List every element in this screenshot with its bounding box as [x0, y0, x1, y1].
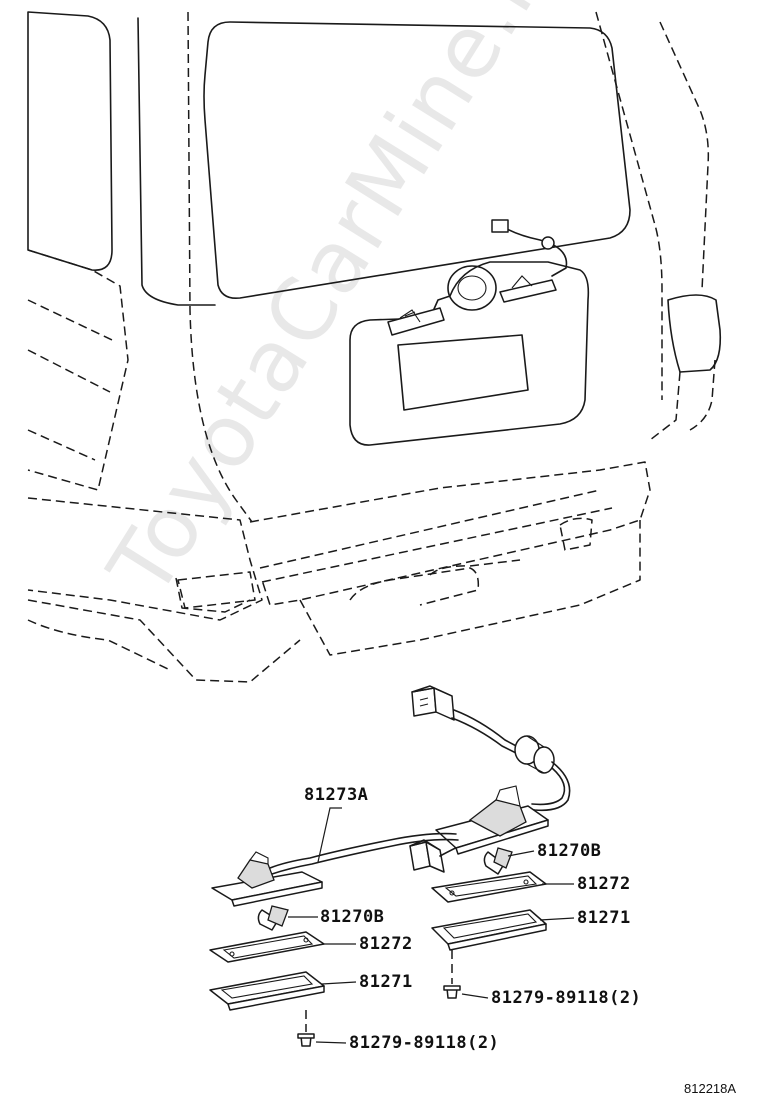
rear-bumper-top: [249, 461, 651, 606]
tailgate-outline: [187, 11, 253, 523]
harness-wire-loop: [519, 761, 571, 812]
license-lamp-housing-right-top: [435, 785, 549, 855]
left-body-line-3: [27, 497, 263, 621]
left-bumper-corner: [175, 577, 251, 613]
leader-housing-right: [539, 917, 575, 921]
tailgate-glass: [203, 21, 631, 300]
vehicle-wire-harness: [504, 227, 568, 277]
leader-housing-left: [321, 981, 357, 985]
rear-bumper-bottom: [299, 520, 641, 656]
license-lamp-in-vehicle-left: [387, 307, 445, 336]
license-lamp-housing-left-top: [211, 851, 323, 907]
leader-screw-right: [461, 993, 489, 999]
screw-left-part: [297, 1010, 315, 1047]
label-harness: 81273A: [304, 785, 369, 805]
bulb-right-part: [483, 847, 513, 875]
label-housing-right: 81271: [577, 908, 631, 928]
harness-wire-upper: [453, 709, 521, 749]
bumper-lower-recess: [429, 559, 521, 576]
label-lens-left: 81272: [359, 934, 413, 954]
harness-grommet: [514, 735, 555, 774]
license-lamp-in-vehicle-right-detail: [511, 275, 533, 289]
left-body-line-2: [27, 299, 113, 461]
bumper-reflector-left: [177, 571, 256, 609]
harness-wire-upper-2: [451, 717, 519, 755]
label-screw-right: 81279-89118(2): [491, 988, 642, 1008]
left-pillar: [137, 17, 216, 306]
diagram-code: 812218A: [684, 1081, 737, 1096]
lock-cylinder: [447, 265, 497, 311]
vehicle-connector: [491, 219, 509, 233]
lens-left-part: [209, 931, 325, 963]
label-bulb-left: 81270B: [320, 907, 385, 927]
leader-bulb-right: [507, 850, 535, 857]
left-lower-skirt: [27, 599, 301, 683]
vehicle-grommet: [541, 236, 555, 250]
lock-cylinder-inner: [457, 275, 487, 301]
label-bulb-right: 81270B: [537, 841, 602, 861]
bumper-reflector-right: [559, 517, 593, 551]
leader-harness: [317, 807, 342, 863]
screw-right-part: [443, 950, 461, 999]
license-lamp-in-vehicle-right: [499, 279, 557, 303]
license-lamp-in-vehicle-left-detail: [399, 309, 421, 323]
rear-bumper-step: [259, 489, 613, 583]
license-plate-area: [397, 334, 529, 411]
tailgate-right-edge: [595, 11, 663, 400]
bumper-recess: [349, 567, 480, 606]
harness-long-wire-2: [271, 838, 459, 875]
harness-connector: [411, 685, 455, 721]
lens-right-part: [431, 871, 547, 903]
harness-wire-loop-2: [531, 767, 566, 806]
left-quarter-window: [27, 11, 113, 271]
leader-screw-left: [315, 1041, 347, 1044]
bulb-left-part: [257, 905, 289, 931]
label-housing-left: 81271: [359, 972, 413, 992]
right-taillight: [667, 294, 722, 373]
left-rear-wheel-arc: [27, 619, 171, 671]
right-body-lower: [649, 359, 716, 441]
housing-right-part: [431, 909, 547, 951]
harness-long-wire: [269, 832, 457, 869]
label-screw-left: 81279-89118(2): [349, 1033, 500, 1053]
label-lens-right: 81272: [577, 874, 631, 894]
harness-connector-2: [409, 839, 445, 873]
housing-left-part: [209, 971, 325, 1011]
